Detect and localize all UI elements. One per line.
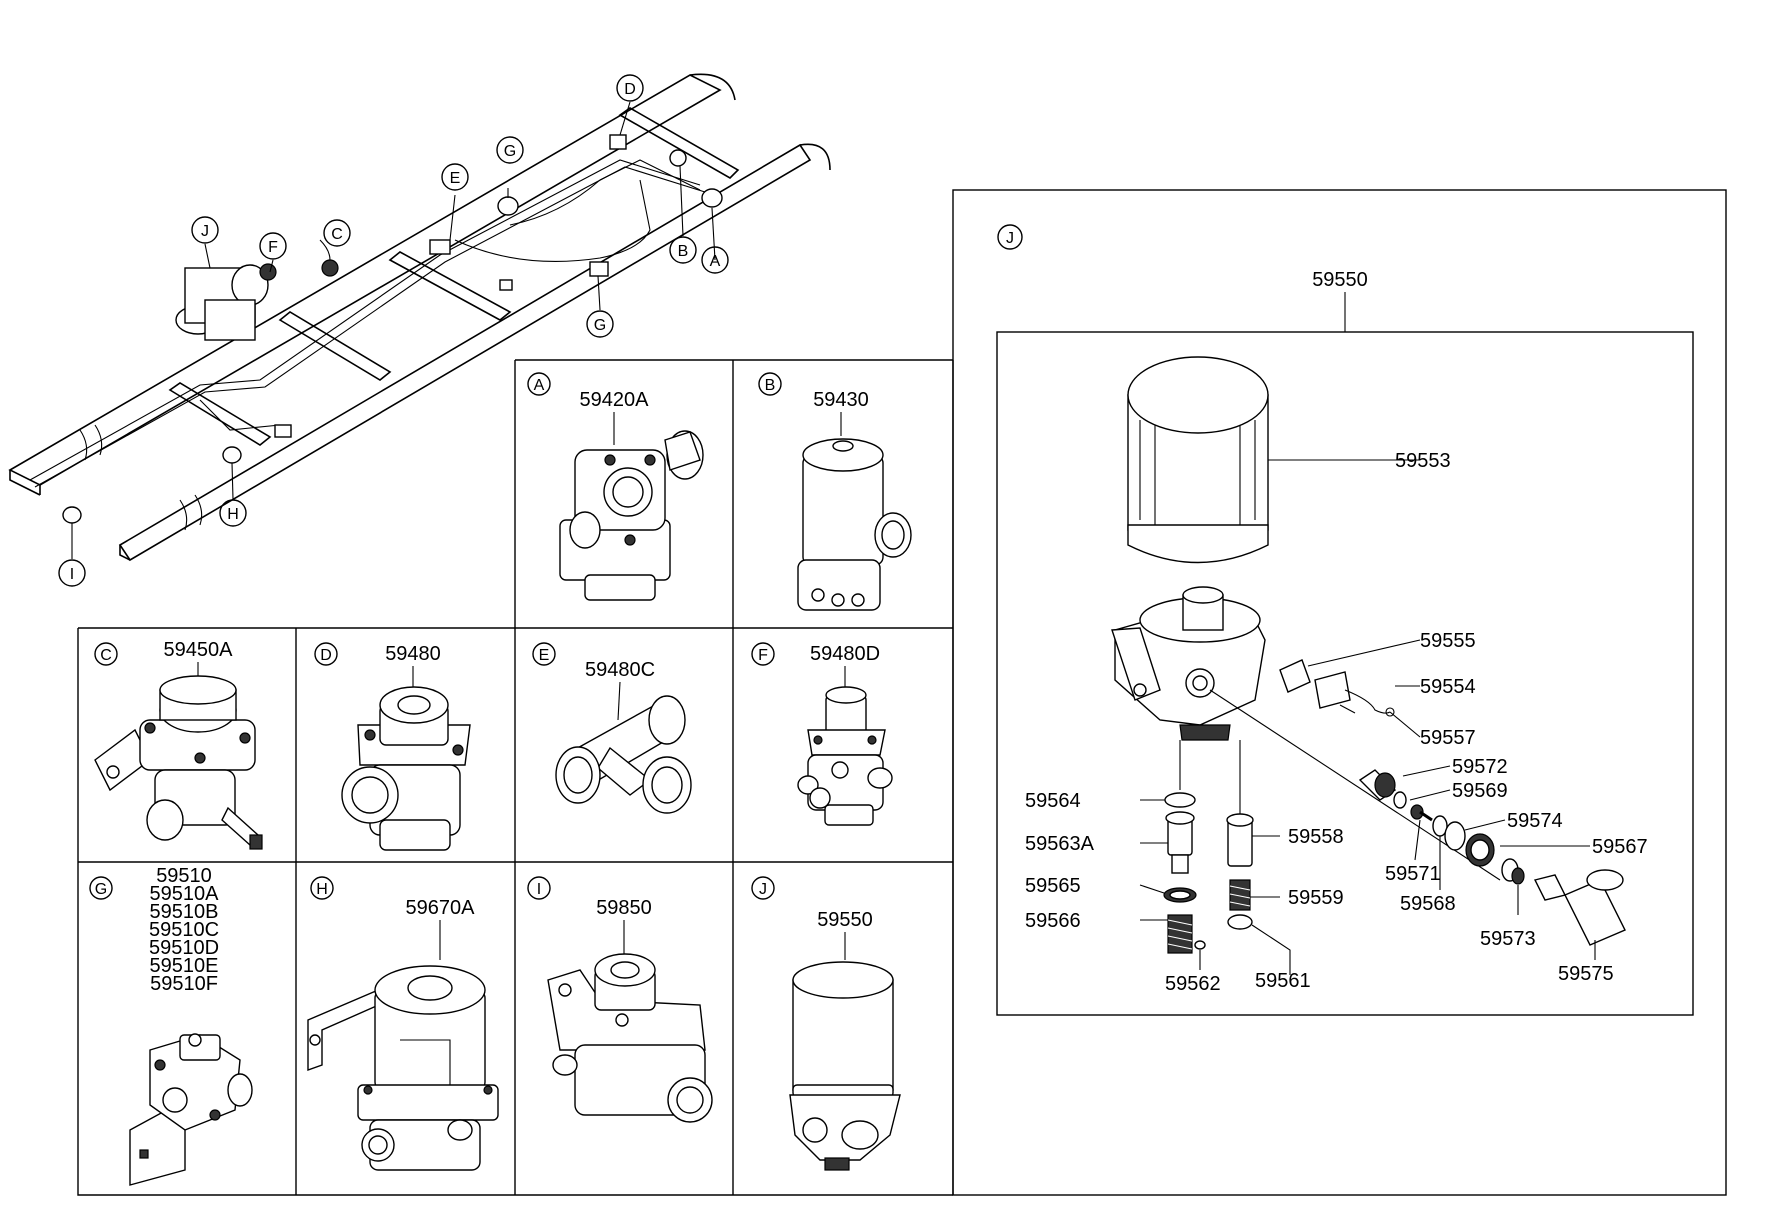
valve-drawing	[797, 438, 912, 611]
part-number: 59480	[385, 643, 441, 665]
cell-j: J 59550	[751, 876, 901, 1171]
detail-letter: J	[1006, 230, 1014, 247]
desiccant-cartridge	[1127, 356, 1269, 564]
cell-letter: A	[534, 377, 545, 394]
cell-c: C 59450A	[94, 639, 263, 850]
part-number-59559: 59559	[1288, 887, 1344, 909]
part-number: 59480C	[585, 659, 655, 681]
cell-b: B 59430	[758, 372, 912, 611]
part-number-59573: 59573	[1480, 928, 1536, 950]
callout-letter: H	[227, 506, 239, 523]
detail-j-panel: J 59550	[952, 189, 1727, 1196]
solenoid-valve-drawing	[307, 965, 499, 1171]
cell-i: I 59850	[527, 876, 713, 1123]
part-number: 59450A	[164, 639, 234, 661]
spring-59559	[1229, 879, 1251, 911]
overview-callout-d: D	[616, 74, 644, 102]
part-number-59566: 59566	[1025, 910, 1081, 932]
valve-drawing	[797, 686, 893, 826]
part-number-59558: 59558	[1288, 826, 1344, 848]
spring-59566	[1167, 914, 1193, 954]
air-dryer-drawing	[789, 961, 901, 1171]
part-number: 59510	[156, 865, 212, 887]
part-number-59565: 59565	[1025, 875, 1081, 897]
cell-h: H 59670A	[307, 876, 499, 1171]
cell-letter: G	[95, 881, 107, 898]
part-number-59567: 59567	[1592, 836, 1648, 858]
part-number: 59430	[813, 389, 869, 411]
callout-letter: D	[624, 81, 636, 98]
cell-f: F 59480D	[751, 642, 893, 826]
part-number-59574: 59574	[1507, 810, 1563, 832]
overview-callout-c: C	[323, 219, 351, 247]
part-number-59572: 59572	[1452, 756, 1508, 778]
cell-letter: F	[758, 647, 768, 664]
part-number-59553: 59553	[1395, 450, 1451, 472]
overview-callout-a: A	[701, 246, 729, 274]
part-number-59568: 59568	[1400, 893, 1456, 915]
overview-callout-h: H	[219, 499, 247, 527]
overview-callout-f: F	[259, 232, 287, 260]
valve-drawing	[547, 953, 713, 1123]
overview-callout-j: J	[191, 216, 219, 244]
callout-letter: G	[594, 317, 606, 334]
callout-letter: F	[268, 239, 278, 256]
overview-callout-e: E	[441, 163, 469, 191]
cell-letter: E	[539, 647, 550, 664]
part-number-59555: 59555	[1420, 630, 1476, 652]
part-number: 59510B	[150, 901, 219, 923]
part-number-59561: 59561	[1255, 970, 1311, 992]
cell-letter: I	[537, 881, 541, 898]
callout-letter: I	[70, 566, 74, 583]
callout-letter: J	[201, 223, 209, 240]
tee-fitting-drawing	[555, 695, 692, 814]
part-number-59564: 59564	[1025, 790, 1081, 812]
callout-letter: B	[678, 243, 689, 260]
cell-letter: H	[316, 881, 328, 898]
cell-letter: B	[765, 377, 776, 394]
overview-callout-b: B	[669, 236, 697, 264]
overview-callout-g-lower: G	[586, 310, 614, 338]
part-number: 59670A	[406, 897, 476, 919]
part-number-59569: 59569	[1452, 780, 1508, 802]
valve-drawing	[559, 430, 704, 601]
overview-callout-i: I	[58, 559, 86, 587]
dryer-housing	[1111, 586, 1266, 741]
part-number: 59550	[817, 909, 873, 931]
part-number: 59480D	[810, 643, 880, 665]
cell-letter: C	[100, 647, 112, 664]
callout-letter: E	[450, 170, 461, 187]
overview-callout-g-upper: G	[496, 136, 524, 164]
valve-drawing	[129, 1033, 253, 1186]
callout-letter: C	[331, 226, 343, 243]
callout-letter: A	[710, 253, 721, 270]
part-number-59571: 59571	[1385, 863, 1441, 885]
part-number: 59510F	[150, 973, 218, 995]
part-number: 59510A	[150, 883, 220, 905]
callout-letter: G	[504, 143, 516, 160]
assembly-number: 59550	[1312, 269, 1368, 291]
cell-d: D 59480	[314, 642, 471, 851]
chassis-overview: D G E B A J F C	[8, 73, 831, 587]
part-number-59562: 59562	[1165, 973, 1221, 995]
part-number: 59420A	[580, 389, 650, 411]
part-number-59554: 59554	[1420, 676, 1476, 698]
cell-e: E 59480C	[532, 642, 692, 814]
valve-drawing	[94, 675, 263, 850]
valve-drawing	[341, 686, 471, 851]
part-number: 59510D	[149, 937, 219, 959]
part-number: 59510E	[150, 955, 219, 977]
cell-letter: D	[320, 647, 332, 664]
part-number-59563a: 59563A	[1025, 833, 1095, 855]
part-number-59575: 59575	[1558, 963, 1614, 985]
cell-a: A 59420A	[527, 372, 704, 601]
part-number-59557: 59557	[1420, 727, 1476, 749]
part-number: 59510C	[149, 919, 219, 941]
cell-g: G 59510 59510A 59510B 59510C 59510D 5951…	[89, 865, 253, 1186]
cell-letter: J	[759, 881, 767, 898]
part-number: 59850	[596, 897, 652, 919]
